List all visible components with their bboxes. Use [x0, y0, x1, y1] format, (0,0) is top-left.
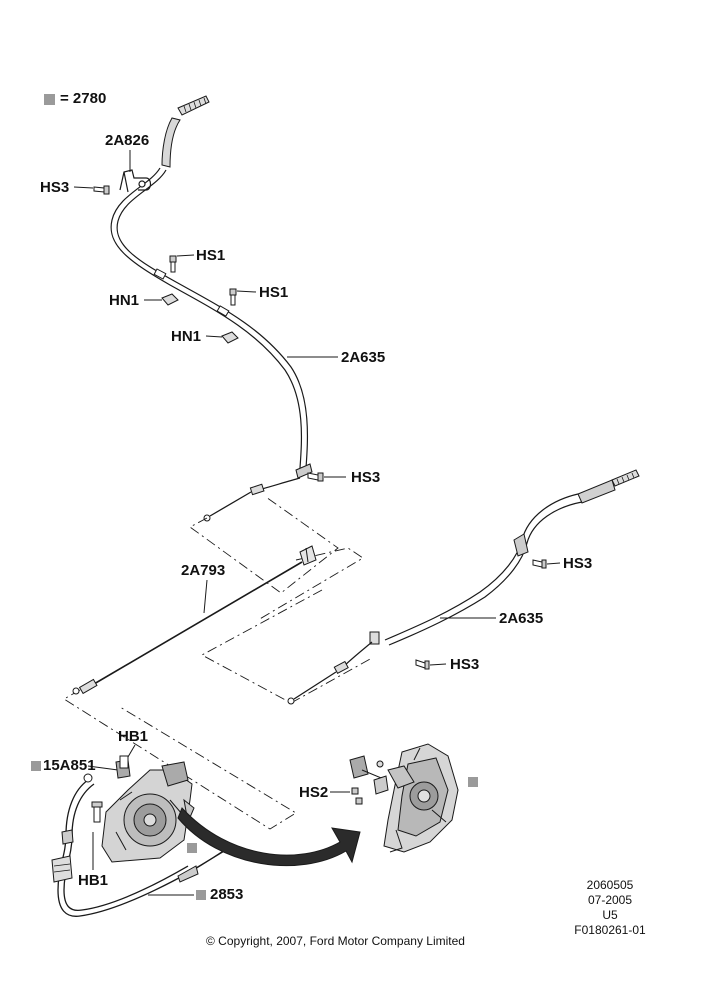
copyright-text: © Copyright, 2007, Ford Motor Company Li… — [206, 934, 465, 948]
label-15a851: 15A851 — [43, 757, 96, 774]
fasteners-left-cable — [93, 185, 547, 670]
label-2a635-left: 2A635 — [341, 349, 386, 366]
info-line-3: U5 — [602, 908, 618, 922]
routing-dashed-lines — [63, 496, 373, 830]
marker-square-15a851 — [31, 761, 41, 771]
bracket-2a826 — [119, 169, 152, 193]
rear-cable-2a793 — [72, 545, 317, 695]
info-block: 2060505 07-2005 U5 F0180261-01 — [565, 878, 655, 938]
label-hs3-top: HS3 — [40, 179, 70, 196]
label-hs3-mid: HS3 — [351, 469, 381, 486]
marker-square-left-control — [187, 843, 197, 853]
label-hb1-top: HB1 — [118, 728, 149, 745]
assembly-arrow — [177, 807, 361, 867]
label-hs1-a: HS1 — [196, 247, 226, 264]
info-line-2: 07-2005 — [587, 893, 633, 907]
left-rear-cable-2a635 — [110, 95, 313, 522]
legend-text: = 2780 — [60, 90, 107, 107]
label-hn1-a: HN1 — [109, 292, 140, 309]
label-2a826: 2A826 — [105, 132, 150, 149]
parking-brake-control-15a851 — [91, 755, 195, 863]
legend-gray-square-icon — [44, 94, 55, 105]
label-hs1-b: HS1 — [259, 284, 289, 301]
label-hn1-b: HN1 — [171, 328, 202, 345]
marker-square-right-control — [468, 777, 478, 787]
parking-brake-control-detail — [349, 743, 459, 853]
label-hb1-bottom: HB1 — [78, 872, 109, 889]
label-2853: 2853 — [210, 886, 244, 903]
label-hs2: HS2 — [299, 784, 329, 801]
info-line-4: F0180261-01 — [574, 923, 646, 937]
marker-square-2853 — [196, 890, 206, 900]
label-2a793: 2A793 — [181, 562, 226, 579]
leader-lines — [73, 150, 561, 896]
label-2a635-right: 2A635 — [499, 610, 544, 627]
info-line-1: 2060505 — [586, 878, 634, 892]
label-hs3-right: HS3 — [563, 555, 593, 572]
label-hs3-low: HS3 — [450, 656, 480, 673]
right-rear-cable-2a635 — [287, 469, 640, 705]
